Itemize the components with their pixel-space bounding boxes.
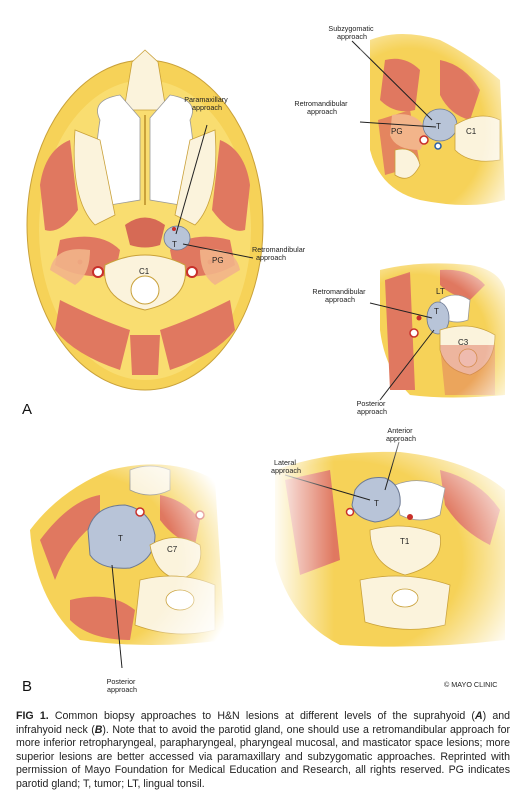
- tumor-label-upper: T: [436, 122, 441, 131]
- retromandibular-approach-label-lower: Retromandibular approach: [312, 287, 367, 304]
- c1-label-upper: C1: [466, 127, 477, 136]
- c1-label-axial: C1: [139, 267, 150, 276]
- tumor-label-b-right: T: [374, 499, 379, 508]
- posterior-approach-label-a: Posterior approach: [357, 399, 388, 416]
- figure-caption: FIG 1. Common biopsy approaches to H&N l…: [16, 710, 510, 792]
- copyright-label: © MAYO CLINIC: [444, 680, 497, 689]
- lower-right-section: [369, 260, 526, 405]
- upper-right-section: [351, 30, 526, 215]
- caption-ref-a: A: [474, 710, 483, 722]
- subzygomatic-approach-label: Subzygomatic approach: [328, 24, 375, 41]
- caption-label: FIG 1.: [16, 710, 49, 722]
- caption-ref-b: B: [94, 723, 103, 736]
- axial-head-section: [26, 49, 264, 391]
- tumor-label-axial: T: [172, 240, 177, 249]
- posterior-approach-label-b: Posterior approach: [107, 677, 138, 694]
- panel-letter-a: A: [22, 401, 32, 418]
- c7-label: C7: [167, 545, 178, 554]
- retromandibular-approach-label-upper: Retromandibular approach: [294, 99, 349, 116]
- anterior-approach-label: Anterior approach: [386, 426, 416, 443]
- tumor-label-b-left: T: [118, 534, 123, 543]
- c3-label: C3: [458, 338, 469, 347]
- retromandibular-approach-label-axial: Retromandibular approach: [252, 245, 307, 262]
- pg-label-upper: PG: [391, 127, 403, 136]
- lt-label: LT: [436, 287, 445, 296]
- tumor-label-lower: T: [434, 307, 439, 316]
- lower-left-section: [20, 455, 230, 669]
- pg-label-axial: PG: [212, 256, 224, 265]
- figure-illustration: Paramaxillary approach Retromandibular a…: [20, 24, 526, 695]
- panel-letter-b: B: [22, 678, 32, 695]
- t1-label: T1: [400, 537, 410, 546]
- caption-text-2: ) and infrahyoid neck (: [16, 710, 510, 736]
- caption-text-1: Common biopsy approaches to H&N lesions …: [48, 710, 475, 722]
- lower-right-b-section: [270, 440, 526, 655]
- paramaxillary-approach-label: Paramaxillary approach: [184, 95, 230, 112]
- lateral-approach-label: Lateral approach: [271, 458, 301, 475]
- caption-text-3: ). Note that to avoid the parotid gland,…: [16, 723, 510, 790]
